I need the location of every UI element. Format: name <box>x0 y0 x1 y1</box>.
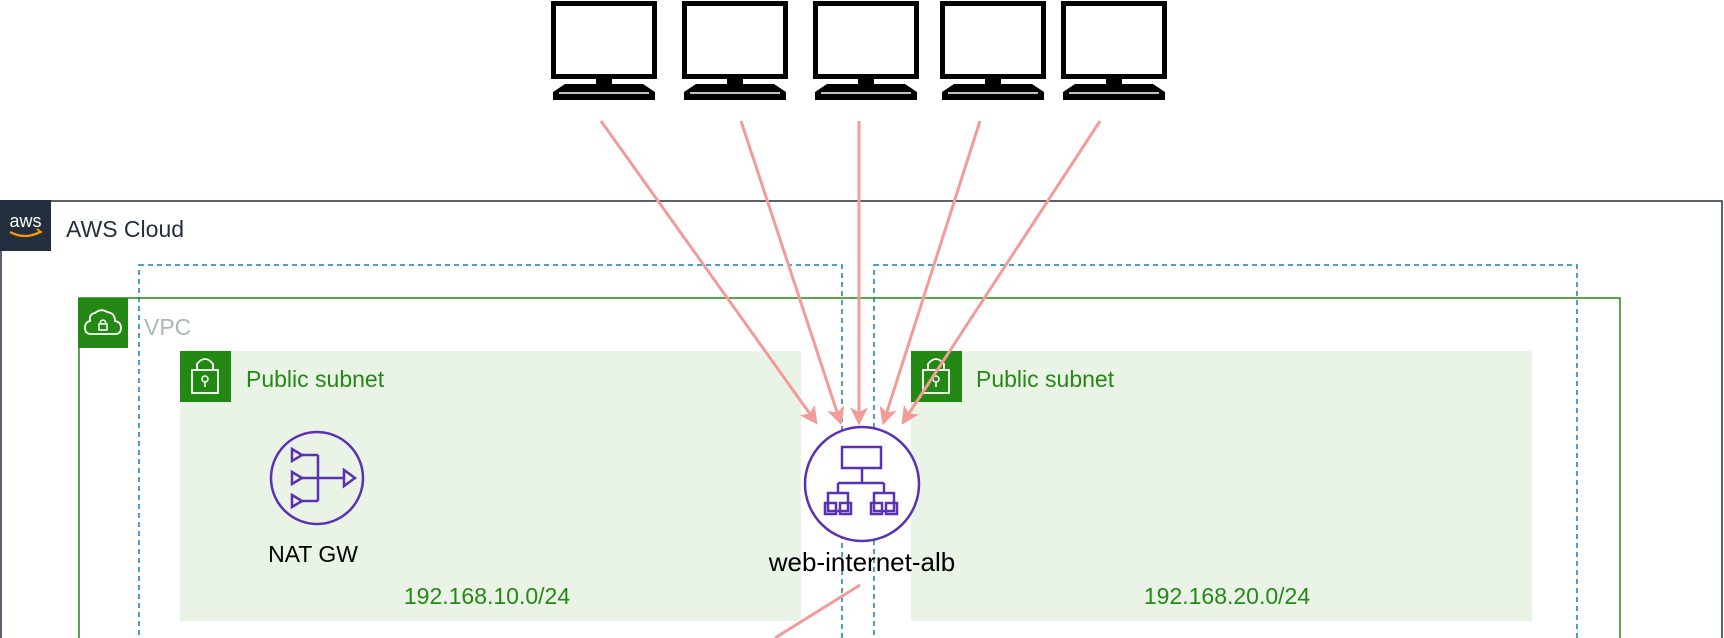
desktop-monitor-icon[interactable] <box>551 1 657 101</box>
connection-arrow-2 <box>739 120 845 426</box>
subnet-2-cidr: 192.168.20.0/24 <box>1144 583 1310 609</box>
vpc-group[interactable]: VPC <box>78 297 1621 638</box>
public-subnet-2[interactable]: Public subnet 192.168.20.0/24 <box>911 351 1532 621</box>
aws-logo-text: aws <box>9 211 41 231</box>
connection-line-down <box>774 583 861 638</box>
connections <box>599 120 1102 638</box>
desktop-monitor-icon[interactable] <box>813 1 919 101</box>
aws-cloud-group[interactable]: aws AWS Cloud <box>0 200 1723 638</box>
nat-gateway-icon <box>269 430 365 526</box>
subnet-1-cidr: 192.168.10.0/24 <box>404 583 570 609</box>
vpc-cloud-lock-icon <box>78 298 128 348</box>
desktop-monitor-icon[interactable] <box>940 1 1046 101</box>
availability-zone-2[interactable] <box>873 264 1578 638</box>
connection-arrow-1 <box>599 120 818 425</box>
subnet-2-background <box>911 351 1532 621</box>
application-load-balancer[interactable]: web-internet-alb <box>768 425 955 577</box>
vpc-border <box>78 297 1621 638</box>
application-load-balancer-icon <box>803 425 921 543</box>
subnet-1-label: Public subnet <box>246 366 385 392</box>
public-subnet-1[interactable]: Public subnet 192.168.10.0/24 <box>180 351 801 621</box>
load-balancer-label: web-internet-alb <box>768 547 955 577</box>
nat-gateway-label: NAT GW <box>268 541 358 567</box>
subnet-2-label: Public subnet <box>976 366 1115 392</box>
connection-arrow-5 <box>901 120 1102 425</box>
connection-arrow-4 <box>879 120 982 426</box>
subnet-lock-icon <box>911 351 962 402</box>
subnet-lock-icon <box>180 351 231 402</box>
vpc-label: VPC <box>144 314 191 340</box>
aws-cloud-border <box>0 200 1723 638</box>
aws-logo-icon: aws <box>0 200 51 251</box>
nat-gateway[interactable]: NAT GW <box>268 430 365 567</box>
clients <box>551 1 1167 101</box>
desktop-monitor-icon[interactable] <box>1061 1 1167 101</box>
desktop-monitor-icon[interactable] <box>682 1 788 101</box>
aws-cloud-label: AWS Cloud <box>66 216 184 242</box>
subnet-1-background <box>180 351 801 621</box>
